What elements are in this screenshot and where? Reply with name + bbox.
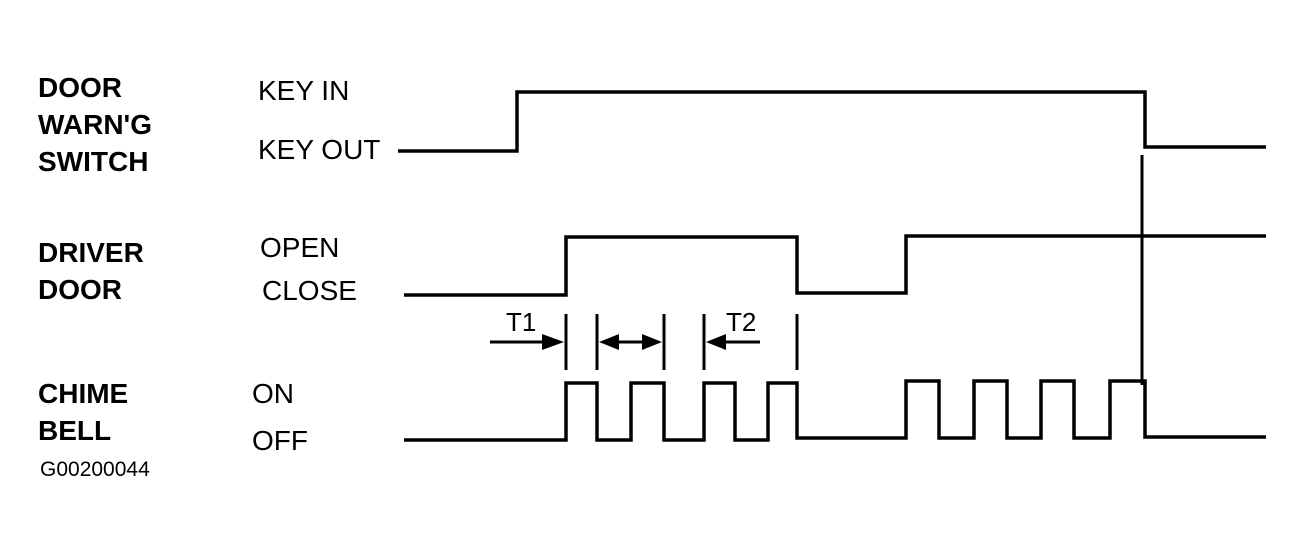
driver-door-low-label: CLOSE [262,275,357,306]
signal-driver-door: DRIVER DOOR OPEN CLOSE [38,232,1266,306]
driver-door-name-line-2: DOOR [38,274,122,305]
interval-arrow-head-left [599,334,619,350]
door-switch-low-label: KEY OUT [258,134,380,165]
signal-door-warning-switch: DOOR WARN'G SWITCH KEY IN KEY OUT [38,72,1266,177]
t2-label: T2 [726,307,756,337]
t1-label: T1 [506,307,536,337]
chime-bell-name-line-2: BELL [38,415,111,446]
driver-door-name-line-1: DRIVER [38,237,144,268]
t2-arrow-head [706,334,726,350]
door-switch-name-line-1: DOOR [38,72,122,103]
door-switch-high-label: KEY IN [258,75,349,106]
driver-door-waveform [404,234,1266,297]
door-switch-name-line-3: SWITCH [38,146,148,177]
interval-arrow-head-right [642,334,662,350]
chime-bell-high-label: ON [252,378,294,409]
figure-code: G00200044 [40,458,150,481]
chime-bell-low-label: OFF [252,425,308,456]
door-switch-waveform [398,90,1266,153]
door-switch-name-line-2: WARN'G [38,109,152,140]
t1-arrow-head [542,334,564,350]
chime-bell-waveform [404,379,1266,442]
timing-markers: T1 T2 [490,307,799,370]
chime-bell-name-line-1: CHIME [38,378,128,409]
signal-chime-bell: CHIME BELL ON OFF [38,378,1266,456]
driver-door-high-label: OPEN [260,232,339,263]
